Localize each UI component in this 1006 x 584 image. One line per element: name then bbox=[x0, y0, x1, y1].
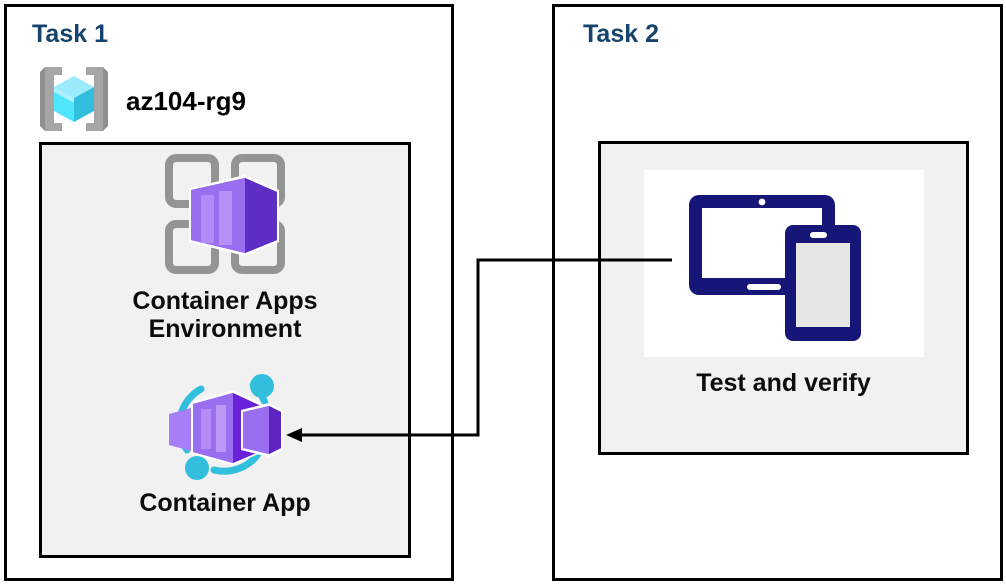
container-app-icon bbox=[157, 368, 293, 485]
task-2-title: Task 2 bbox=[583, 20, 659, 48]
resource-group-name: az104-rg9 bbox=[126, 86, 246, 116]
resource-group-header: az104-rg9 bbox=[36, 62, 246, 141]
container-apps-environment-icon bbox=[161, 150, 289, 283]
node-container-app: Container App bbox=[69, 368, 381, 517]
node-label-container-app: Container App bbox=[139, 489, 311, 517]
devices-test-icon-plate bbox=[643, 170, 924, 357]
node-container-apps-environment: Container Apps Environment bbox=[69, 150, 381, 343]
node-label-test-and-verify: Test and verify bbox=[696, 369, 871, 397]
node-label-container-apps-environment: Container Apps Environment bbox=[132, 287, 318, 343]
azure-resource-group-icon bbox=[36, 62, 112, 141]
devices-test-icon bbox=[679, 181, 889, 346]
task-1-title: Task 1 bbox=[32, 20, 108, 48]
node-test-and-verify: Test and verify bbox=[628, 170, 939, 397]
